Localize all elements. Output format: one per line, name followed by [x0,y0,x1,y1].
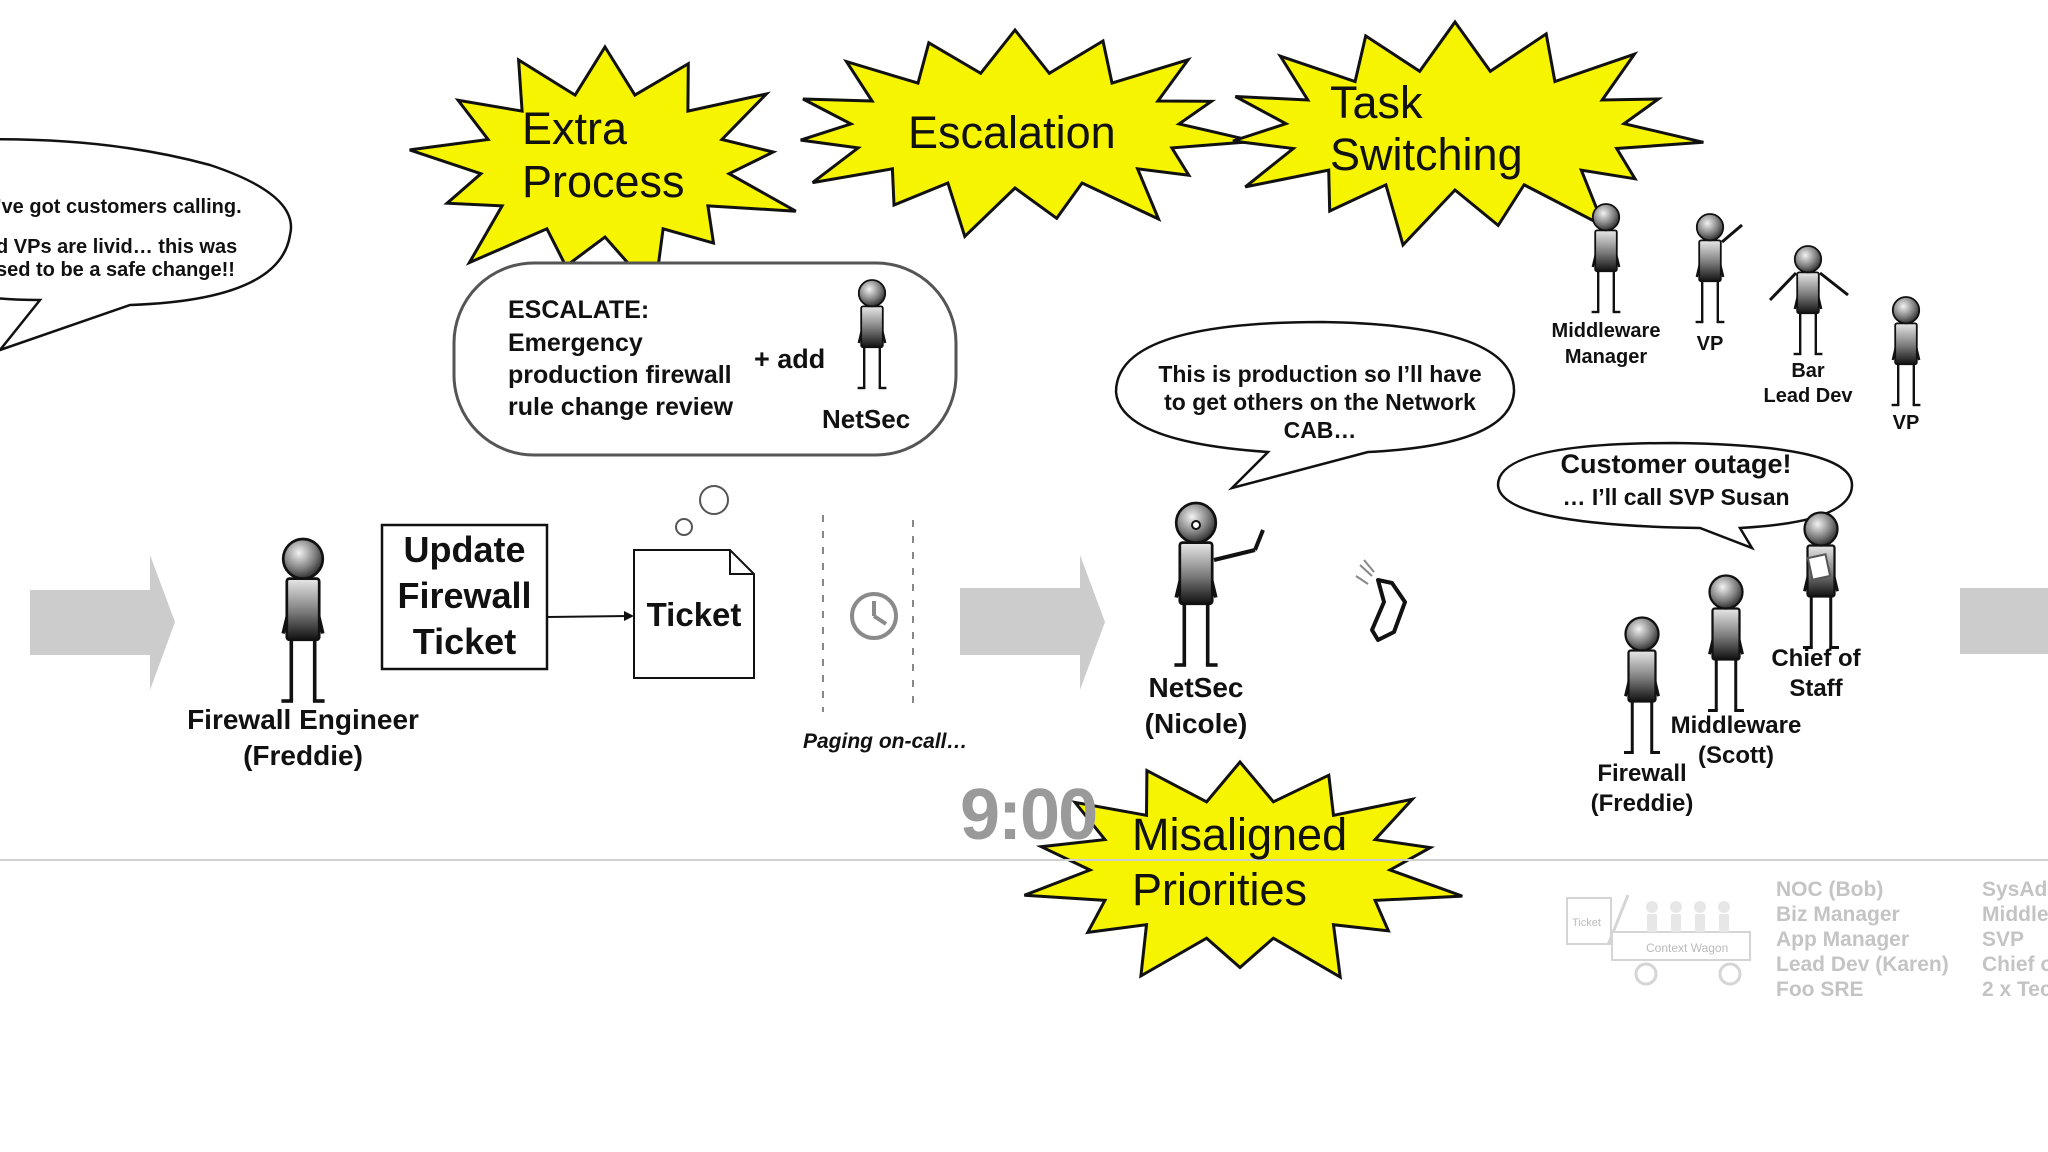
paging-label: Paging on-call… [803,730,968,753]
update-ticket-line-1: Update [403,529,526,570]
netsec-person-nick: (Nicole) [1144,708,1248,739]
netsec-bubble-line-1: This is production so I’ll have [1158,361,1482,387]
ticket-document [633,549,755,679]
outage-bubble-line-1: Customer outage! [1560,449,1792,479]
escalate-line-2: Emergency [508,329,643,357]
burst-task-switching-line-2: Switching [1330,129,1523,180]
chief-of-staff-label-2: Staff [1789,675,1843,702]
ticket-document-label: Ticket [646,596,742,633]
bar-lead-dev-label-1: Bar [1791,360,1825,382]
ticket-arrow-head [624,611,634,621]
middleware-manager-label-2: Manager [1564,346,1648,368]
netsec-person-name: NetSec [1148,672,1244,703]
netsec-bubble-line-3: CAB… [1283,417,1357,443]
roster-col1-item-5: Foo SRE [1776,978,1864,1001]
ticket-arrow [547,615,629,618]
chief-of-staff-figure [1801,511,1841,649]
speech-bubble-outage [1496,441,1854,551]
bubble-left-line-3: sed to be a safe change!! [0,259,235,281]
firewall-freddie-label-1: Firewall [1597,760,1687,787]
vp-label-1: VP [1696,333,1724,355]
escalate-line-1: ESCALATE: [508,296,650,324]
middleware-manager-label-1: Middleware [1551,320,1661,342]
roster-col2-item-5: 2 x Tec [1982,978,2048,1001]
wagon-ticket-label: Ticket [1572,917,1601,929]
phone-icon [1355,559,1407,642]
update-ticket-line-3: Ticket [412,621,517,662]
firewall-engineer-name: Firewall Engineer [187,704,419,735]
thought-bubble-large [699,485,729,515]
flow-arrow-1 [30,555,175,690]
chief-of-staff-label-1: Chief of [1771,645,1861,672]
starburst-escalation [800,27,1256,240]
update-ticket-box [380,523,549,671]
time-label: 9:00 [960,775,1098,855]
clock-icon [850,592,898,640]
escalate-netsec-label: NetSec [822,404,911,434]
firewall-engineer-nick: (Freddie) [243,740,363,771]
bubble-left-line-2: d VPs are livid… this was [0,236,238,258]
burst-misaligned-line-1: Misaligned [1132,809,1348,860]
burst-extra-process-line-1: Extra [522,103,628,154]
escalate-line-3: production firewall [508,361,732,389]
roster-col1-item-4: Lead Dev (Karen) [1776,953,1949,976]
burst-task-switching-line-1: Task [1330,77,1423,128]
middleware-scott-label-1: Middleware [1670,712,1802,739]
vp-label-2: VP [1892,412,1920,434]
paper-sheet-icon [1806,553,1832,581]
escalate-box [452,261,958,457]
thought-bubble-small [675,518,693,536]
bubble-left-line-1: ’ve got customers calling. [0,196,242,218]
escalate-add-label: + add [754,344,826,374]
burst-extra-process-line-2: Process [522,156,685,207]
flow-arrow-3 [1960,588,2048,654]
firewall-engineer-figure [279,537,327,703]
vp-figure-1 [1694,212,1743,324]
burst-misaligned-line-2: Priorities [1132,864,1308,915]
vp-figure-2 [1890,295,1922,407]
flow-arrow-2 [960,555,1105,690]
starburst-extra-process [409,44,797,297]
middleware-manager-figure [1590,202,1622,314]
roster-col2-item-3: SVP [1982,928,2025,951]
speech-bubble-netsec [1114,320,1516,491]
roster-col1-item-3: App Manager [1776,928,1910,951]
wagon-label: Context Wagon [1646,941,1729,955]
starburst-misaligned-priorities [1023,759,1463,980]
roster-col2-item-2: Middle [1982,903,2048,926]
starburst-task-switching [1232,19,1704,248]
roster-col2-item-1: SysAd [1982,878,2048,901]
ticket-document-fold [729,550,754,575]
escalate-line-4: rule change review [508,393,734,421]
outage-bubble-line-2: … I’ll call SVP Susan [1562,484,1790,510]
bar-lead-dev-figure [1768,244,1849,356]
burst-escalation-label: Escalation [908,107,1116,158]
netsec-bubble-line-2: to get others on the Network [1164,389,1476,415]
update-ticket-line-2: Firewall [397,575,532,616]
roster-col1-item-2: Biz Manager [1776,903,1900,926]
roster-col2-item-4: Chief o [1982,953,2048,976]
bar-lead-dev-label-2: Lead Dev [1763,385,1853,407]
firewall-freddie-label-2: (Freddie) [1590,790,1694,817]
netsec-nicole-figure [1172,501,1265,667]
context-wagon-icon [1566,894,1751,986]
roster-col1-item-1: NOC (Bob) [1776,878,1884,901]
speech-bubble-left [0,138,293,352]
middleware-scott-label-2: (Scott) [1698,742,1774,769]
